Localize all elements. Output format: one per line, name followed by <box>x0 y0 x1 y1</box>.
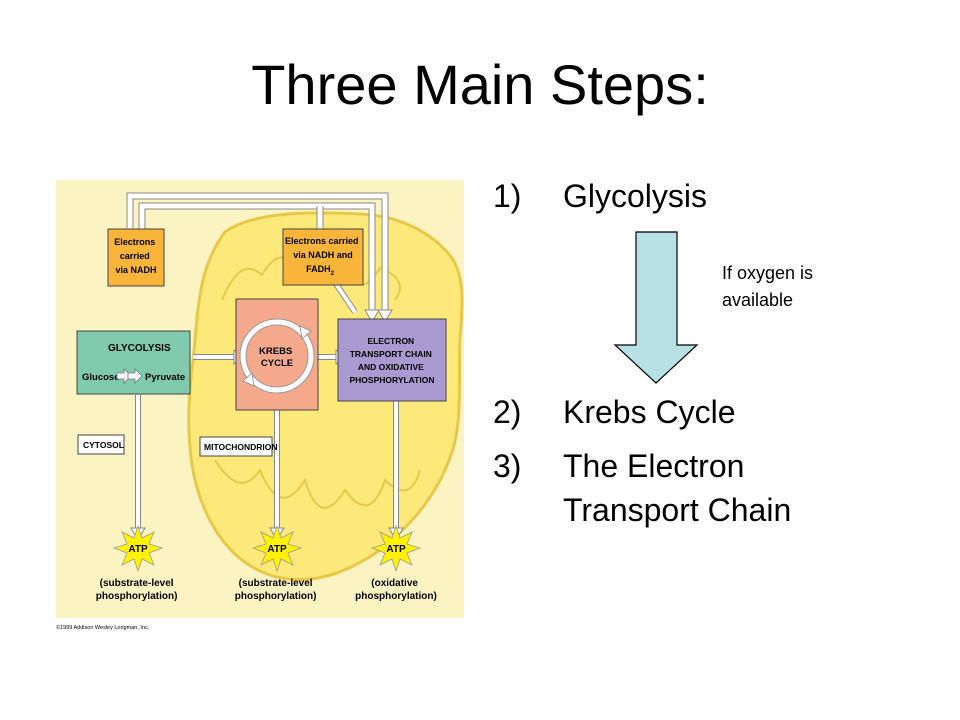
etc-line3: AND OXIDATIVE <box>358 362 424 372</box>
svg-text:(substrate-level phosphory: (substrate-level phosphorylation) (subst… <box>96 578 437 602</box>
atp-label-3: ATP <box>386 544 406 555</box>
etc-line4: PHOSPHORYLATION <box>349 375 434 385</box>
nadh-box-1-line2: carried <box>120 251 150 261</box>
krebs-label-line2: CYCLE <box>261 358 293 369</box>
svg-text:FADH2: FADH2 <box>306 264 335 277</box>
nadh-fadh2-box <box>282 228 364 286</box>
atp-down-arrows <box>135 354 399 530</box>
mitochondrion-label: MITOCHONDRION <box>204 442 278 452</box>
glycolysis-box <box>76 330 191 395</box>
nadh-box-2-line1: Electrons carried <box>285 236 359 246</box>
step-3-text: The Electron <box>563 448 745 484</box>
oxygen-note-line2: available <box>722 290 794 310</box>
atp-star-3: ATP <box>370 524 422 573</box>
oxygen-note: If oxygen is available <box>722 260 862 314</box>
svg-text:KREBS CYCLE: KREBS CYCLE <box>259 346 295 369</box>
glycolysis-box-title: GLYCOLYSIS <box>108 343 171 354</box>
atp-label-1: ATP <box>128 544 148 555</box>
svg-text:ELECTRON TRANSPORT CHAIN: ELECTRON TRANSPORT CHAIN AND OXIDATIVE P… <box>349 336 434 385</box>
etc-box <box>337 318 447 402</box>
pyruvate-label: Pyruvate <box>145 372 185 383</box>
copyright-text: ©1999 Addison Wesley Longman, Inc. <box>56 624 150 631</box>
nadh-box-2-subscript: 2 <box>331 271 335 277</box>
etc-line2: TRANSPORT CHAIN <box>350 349 432 359</box>
atp-caption-2-line1: (substrate-level <box>239 578 313 589</box>
step-1-text: Glycolysis <box>563 178 708 214</box>
nadh-box-1-line1: Electrons <box>114 237 155 247</box>
krebs-label-line1: KREBS <box>259 346 292 357</box>
atp-caption-3-line1: (oxidative <box>371 578 418 589</box>
cytosol-label: CYTOSOL <box>83 440 124 450</box>
glucose-label: Glucose <box>82 372 120 383</box>
step-2-text: Krebs Cycle <box>563 394 736 430</box>
etc-line1: ELECTRON <box>367 336 414 346</box>
step-2-number: 2) <box>493 394 522 430</box>
step-3-number: 3) <box>493 448 522 484</box>
nadh-box-2-line3: FADH <box>306 264 331 274</box>
atp-caption-3-line2: phosphorylation) <box>355 591 437 602</box>
glycolysis-mini-arrows <box>116 368 143 384</box>
step-3-continued-text: Transport Chain <box>563 492 792 528</box>
nadh-box-1-line3: via NADH <box>115 265 156 275</box>
mitochondrion-label-box <box>199 436 273 457</box>
atp-caption-2-line2: phosphorylation) <box>235 591 317 602</box>
atp-star-2: ATP <box>251 524 303 573</box>
mitochondrion-cristae-lower <box>214 459 421 509</box>
krebs-cycle-icon <box>239 318 315 394</box>
atp-star-1: ATP <box>112 524 164 573</box>
nadh-box-glycolysis <box>107 228 165 287</box>
cytosol-label-box <box>77 434 125 455</box>
oxygen-note-line1: If oxygen is <box>722 263 814 283</box>
svg-text:Electrons carried via: Electrons carried via NADH <box>114 237 158 275</box>
slide-title: Three Main Steps: <box>251 53 709 116</box>
svg-text:Electrons carried via NADH: Electrons carried via NADH and <box>285 236 361 260</box>
nadh-box-2-line2: via NADH and <box>293 250 353 260</box>
atp-label-2: ATP <box>267 544 287 555</box>
top-connector-arrows <box>126 192 389 314</box>
atp-caption-1-line2: phosphorylation) <box>96 591 178 602</box>
atp-caption-1-line1: (substrate-level <box>100 578 174 589</box>
step-1-number: 1) <box>493 178 522 214</box>
